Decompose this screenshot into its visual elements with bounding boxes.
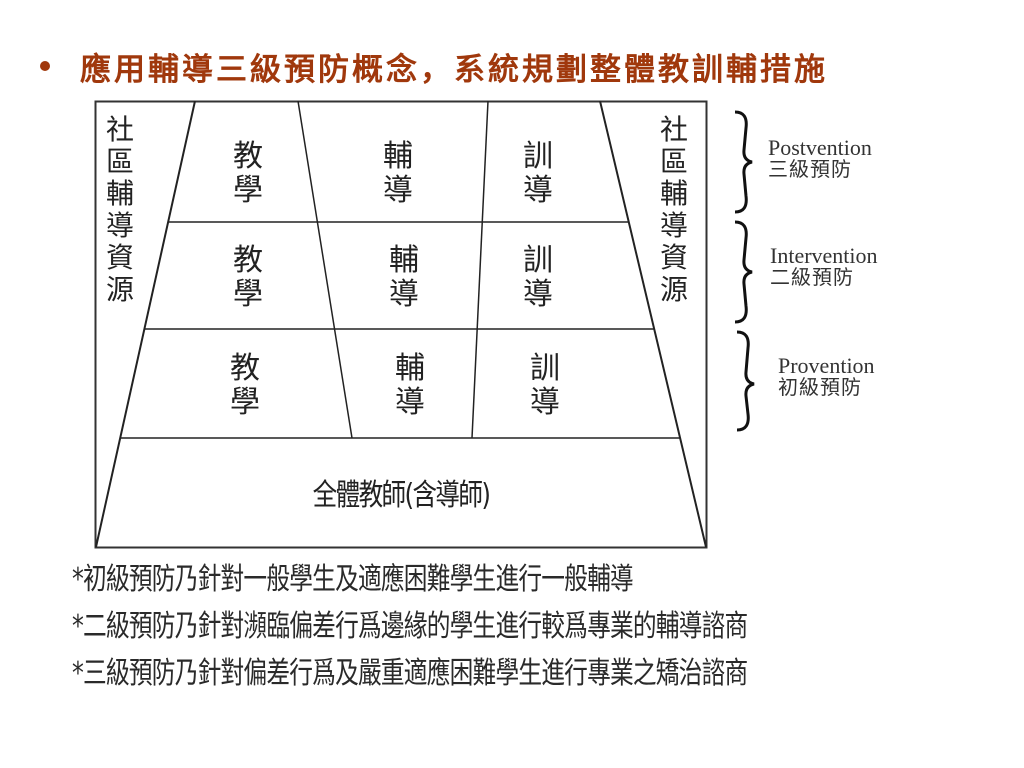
trapezoid-right-edge: [599, 100, 707, 548]
trapezoid-left-edge: [95, 100, 196, 548]
level-en: Provention: [778, 353, 875, 378]
level-en: Intervention: [770, 243, 878, 268]
cell-teaching-tier1: 教學: [230, 351, 260, 420]
note-item: *二級預防乃針對瀕臨偏差行爲邊緣的學生進行較爲專業的輔導諮商: [72, 609, 748, 644]
cell-discipline-tier1: 訓導: [530, 351, 560, 420]
community-resources-left: 社區輔導資源: [105, 113, 134, 306]
level-zh: 初級預防: [778, 375, 862, 400]
cell-teaching-tier3: 教學: [233, 139, 263, 208]
bullet-icon: [40, 61, 50, 71]
level-label-provention: Provention 初級預防: [778, 354, 875, 398]
cell-counseling-tier3: 輔導: [383, 139, 413, 208]
column-divider-2: [471, 100, 489, 439]
level-zh: 三級預防: [768, 157, 852, 182]
notes-list: *初級預防乃針對一般學生及適應困難學生進行一般輔導 *二級預防乃針對瀕臨偏差行爲…: [72, 556, 748, 697]
level-zh: 二級預防: [770, 265, 854, 290]
cell-counseling-tier2: 輔導: [389, 243, 419, 312]
outer-frame: [94, 100, 708, 549]
brace-icon-postvention: [734, 110, 753, 214]
column-divider-1: [297, 100, 353, 439]
level-label-postvention: Postvention 三級預防: [768, 136, 872, 180]
community-resources-right: 社區輔導資源: [659, 113, 688, 306]
brace-icon-intervention: [734, 220, 753, 324]
level-en: Postvention: [768, 135, 872, 160]
brace-icon-provention: [736, 330, 755, 432]
note-item: *初級預防乃針對一般學生及適應困難學生進行一般輔導: [72, 562, 634, 597]
slide-title: 應用輔導三級預防概念，系統規劃整體教訓輔措施: [36, 44, 828, 88]
level-label-intervention: Intervention 二級預防: [770, 244, 878, 288]
cell-counseling-tier1: 輔導: [395, 351, 425, 420]
base-all-teachers: 全體教師(含導師): [312, 478, 491, 513]
note-item: *三級預防乃針對偏差行爲及嚴重適應困難學生進行專業之矯治諮商: [72, 656, 748, 691]
cell-discipline-tier3: 訓導: [523, 139, 553, 208]
brace-icons: [734, 110, 755, 432]
cell-discipline-tier2: 訓導: [523, 243, 553, 312]
slide-title-text: 應用輔導三級預防概念，系統規劃整體教訓輔措施: [80, 51, 828, 88]
cell-teaching-tier2: 教學: [233, 243, 263, 312]
